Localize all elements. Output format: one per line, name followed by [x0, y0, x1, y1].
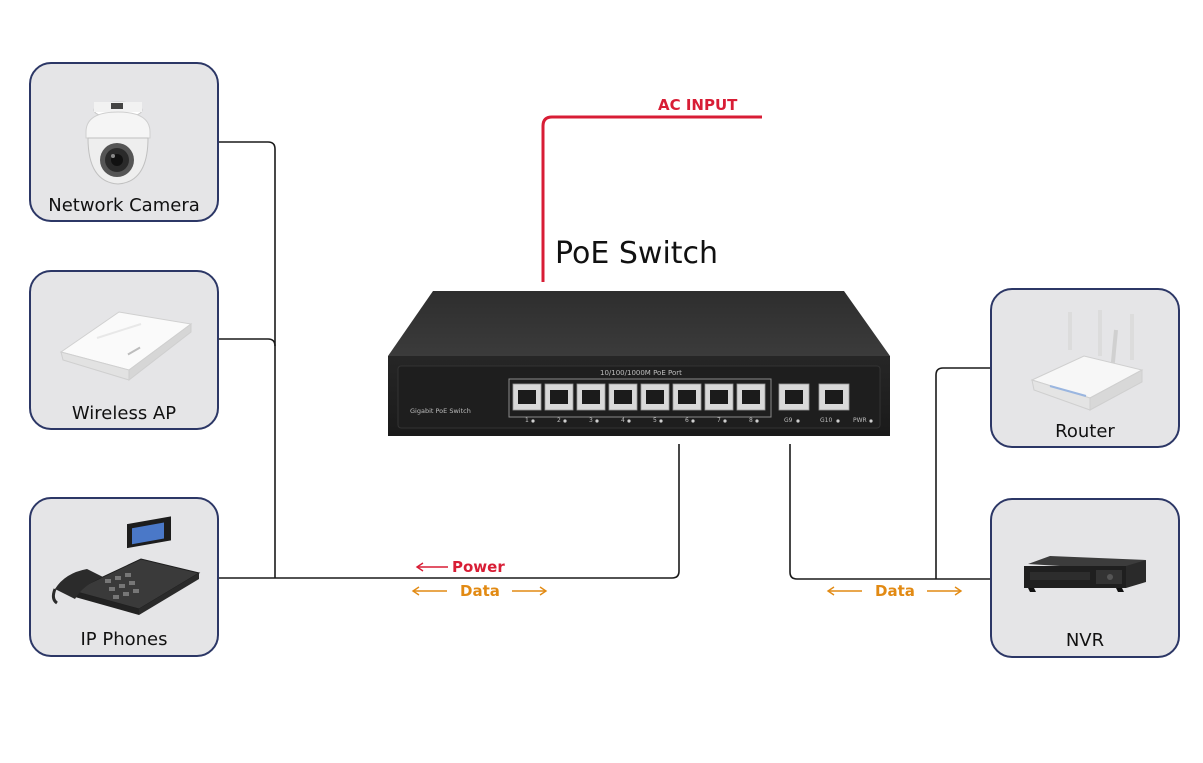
port-number: 2 — [557, 417, 561, 424]
diagram-title: PoE Switch — [555, 236, 719, 271]
device-label: Router — [1055, 421, 1115, 442]
data-arrow-left-icon — [826, 586, 862, 596]
device-label: IP Phones — [80, 629, 168, 650]
device-label: NVR — [1065, 630, 1105, 651]
uplink-number: G9 — [784, 417, 793, 424]
data-arrow-right-icon — [512, 586, 548, 596]
port-number: 1 — [525, 417, 529, 424]
device-label: Network Camera — [48, 195, 200, 216]
dome-camera-icon — [85, 101, 151, 185]
device-label: Wireless AP — [71, 403, 177, 424]
power-arrow-icon — [415, 562, 448, 572]
port-number: 6 — [685, 417, 689, 424]
port-number: 8 — [749, 417, 753, 424]
data-arrow-left-icon — [411, 586, 447, 596]
wireless-ap-icon — [59, 311, 193, 382]
data-label-right: Data — [875, 582, 915, 600]
port-number: 5 — [653, 417, 657, 424]
router-link-line — [935, 367, 990, 579]
poe-switch-icon — [388, 291, 890, 436]
camera-link-line — [219, 141, 276, 578]
ac-input-line — [541, 115, 762, 282]
uplink-number: G10 — [820, 417, 833, 424]
data-label-left: Data — [460, 582, 500, 600]
device-card-router: Router — [990, 288, 1180, 448]
device-card-wireless-ap: Wireless AP — [29, 270, 219, 430]
ap-link-line — [219, 338, 276, 347]
phone-link-line — [219, 444, 680, 579]
device-card-nvr: NVR — [990, 498, 1180, 658]
device-card-ip-phones: IP Phones — [29, 497, 219, 657]
switch-port-numbers: 1 2 3 4 5 6 7 8 G9 G10 PWR — [520, 417, 867, 427]
router-icon — [1030, 310, 1144, 411]
pwr-label: PWR — [853, 417, 867, 424]
port-number: 7 — [717, 417, 721, 424]
device-card-network-camera: Network Camera — [29, 62, 219, 222]
nvr-icon — [1024, 556, 1146, 592]
data-arrow-right-icon — [927, 586, 963, 596]
ip-phone-icon — [51, 516, 201, 615]
ac-input-label: AC INPUT — [658, 96, 738, 114]
switch-front-label: Gigabit PoE Switch — [410, 407, 471, 415]
port-number: 3 — [589, 417, 593, 424]
nvr-link-line — [789, 444, 990, 580]
switch-port-group-label: 10/100/1000M PoE Port — [597, 369, 685, 378]
power-label: Power — [452, 558, 505, 576]
port-number: 4 — [621, 417, 625, 424]
